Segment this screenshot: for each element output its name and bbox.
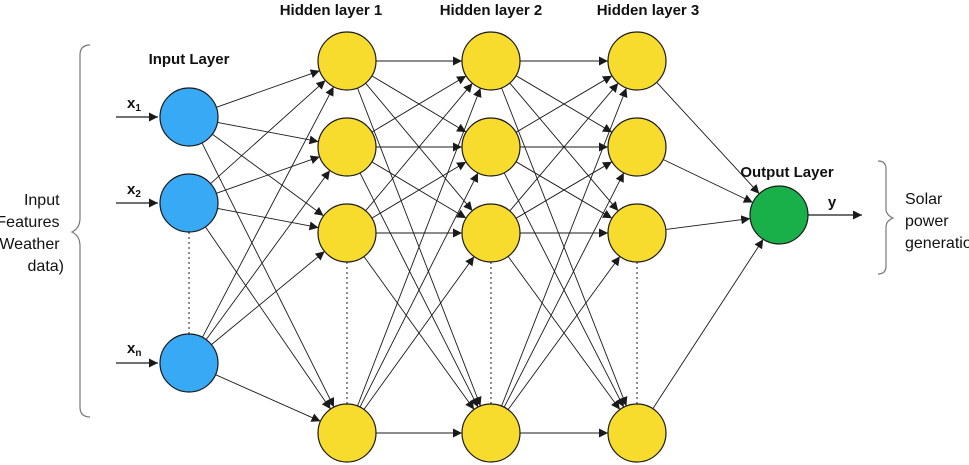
- hidden2-node-4: [461, 403, 521, 463]
- hidden3-node-2: [607, 117, 667, 177]
- hidden1-node-2: [317, 117, 377, 177]
- hidden2-node-1: [461, 31, 521, 91]
- hidden-layer-1-title: Hidden layer 1: [280, 2, 383, 19]
- input-node-3: [159, 333, 219, 393]
- connection-hidden1-4-to-hidden2-1: [357, 87, 482, 407]
- ellipsis-lines: [188, 232, 638, 404]
- connection-hidden2-4-to-hidden3-2: [503, 172, 625, 408]
- right-brace: [877, 160, 895, 275]
- hidden3-node-3: [607, 203, 667, 263]
- hidden2-node-3: [461, 203, 521, 263]
- connection-input-3-to-hidden1-4: [215, 374, 321, 422]
- connection-input-2-to-hidden1-1: [210, 80, 326, 184]
- connection-hidden3-3-to-output-1: [665, 215, 751, 230]
- hidden2-node-2: [461, 117, 521, 177]
- input-node-2: [159, 173, 219, 233]
- nodes: [159, 31, 809, 463]
- connection-hidden2-2-to-hidden3-1: [515, 75, 613, 133]
- connection-input-1-to-hidden1-1: [216, 69, 320, 108]
- output-label-y: y: [828, 194, 837, 211]
- hidden3-node-4: [607, 403, 667, 463]
- connection-hidden1-4-to-hidden2-2: [359, 172, 479, 408]
- connections: [201, 56, 764, 438]
- connection-hidden1-3-to-hidden2-1: [365, 82, 473, 212]
- connection-hidden3-4-to-output-1: [652, 239, 764, 409]
- input-layer-title: Input Layer: [149, 51, 230, 68]
- connection-input-1-to-hidden1-4: [201, 142, 335, 408]
- left-description: Input Features (Weather data): [0, 192, 64, 275]
- connection-hidden1-4-to-hidden2-3: [363, 256, 475, 410]
- hidden3-node-1: [607, 31, 667, 91]
- right-description: Solar power generation: [905, 191, 969, 252]
- input-label-xn: xn: [127, 340, 141, 359]
- hidden1-node-4: [317, 403, 377, 463]
- output-layer-title: Output Layer: [740, 164, 834, 181]
- hidden-layer-2-title: Hidden layer 2: [440, 2, 543, 19]
- connection-hidden2-3-to-hidden3-2: [515, 161, 613, 219]
- hidden1-node-3: [317, 203, 377, 263]
- left-brace: [70, 44, 91, 418]
- hidden-layer-3-title: Hidden layer 3: [597, 2, 700, 19]
- hidden1-node-1: [317, 31, 377, 91]
- connection-hidden3-1-to-output-1: [656, 81, 760, 195]
- connection-input-3-to-hidden1-1: [202, 86, 334, 338]
- connection-hidden2-4-to-hidden3-3: [507, 256, 621, 410]
- connection-input-2-to-hidden1-3: [217, 207, 319, 231]
- connection-input-3-to-hidden1-2: [205, 170, 331, 340]
- output-node-1: [749, 185, 809, 245]
- connection-hidden2-3-to-hidden3-1: [509, 82, 619, 212]
- input-node-1: [159, 87, 219, 147]
- connection-hidden1-3-to-hidden2-2: [371, 161, 467, 219]
- connection-input-3-to-hidden1-3: [211, 251, 325, 345]
- input-label-x1: x1: [127, 95, 141, 114]
- connection-hidden3-2-to-output-1: [663, 159, 753, 203]
- connection-input-2-to-hidden1-4: [205, 226, 331, 410]
- input-label-x2: x2: [127, 181, 141, 200]
- connection-input-2-to-hidden1-2: [216, 155, 320, 194]
- connection-hidden1-2-to-hidden2-1: [371, 75, 467, 133]
- connection-hidden2-4-to-hidden3-1: [501, 87, 628, 407]
